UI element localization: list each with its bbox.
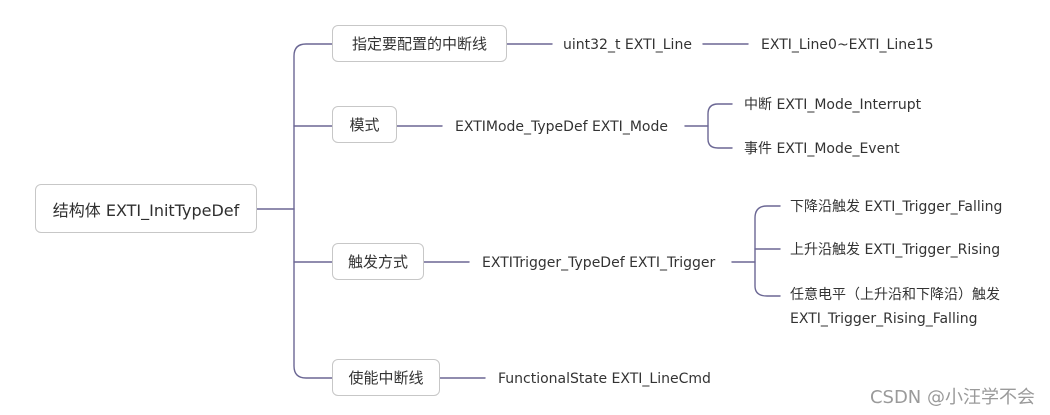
value-text-mode-event: 事件 EXTI_Mode_Event	[744, 141, 900, 157]
trigger-value-spine-bottom	[754, 261, 781, 297]
branch-node-interrupt-line[interactable]: 指定要配置的中断线	[332, 25, 507, 62]
branch-label: 模式	[349, 116, 380, 134]
value-text-mode-interrupt: 中断 EXTI_Mode_Interrupt	[744, 97, 922, 113]
branch-label: 触发方式	[347, 253, 408, 271]
value-text-trigger-rising: 上升沿触发 EXTI_Trigger_Rising	[790, 242, 1001, 258]
value-text-trigger-any-enum: EXTI_Trigger_Rising_Falling	[790, 311, 978, 327]
type-text-trigger: EXTITrigger_TypeDef EXTI_Trigger	[482, 255, 716, 271]
branch-label: 指定要配置的中断线	[351, 35, 487, 53]
csdn-watermark: CSDN @小汪学不会	[869, 387, 1035, 408]
value-text-trigger-any-chinese: 任意电平（上升沿和下降沿）触发	[790, 287, 1000, 303]
type-text-mode: EXTIMode_TypeDef EXTI_Mode	[455, 119, 668, 135]
root-label: 结构体 EXTI_InitTypeDef	[52, 200, 240, 220]
value-text-trigger-falling: 下降沿触发 EXTI_Trigger_Falling	[790, 199, 1003, 215]
branch-node-trigger[interactable]: 触发方式	[332, 243, 424, 280]
branch-node-enable-line[interactable]: 使能中断线	[332, 359, 440, 396]
type-text-enable-line: FunctionalState EXTI_LineCmd	[498, 371, 711, 387]
root-node[interactable]: 结构体 EXTI_InitTypeDef	[35, 184, 257, 233]
type-text-interrupt-line: uint32_t EXTI_Line	[563, 37, 692, 53]
value-text-line-range: EXTI_Line0~EXTI_Line15	[761, 37, 934, 53]
mode-value-spine-bottom	[707, 125, 733, 149]
branch-node-mode[interactable]: 模式	[332, 106, 397, 143]
main-spine	[293, 43, 333, 210]
trigger-value-spine	[731, 205, 781, 263]
branch-label: 使能中断线	[348, 369, 424, 387]
mode-value-spine	[684, 103, 733, 127]
main-spine-bottom	[293, 208, 333, 379]
